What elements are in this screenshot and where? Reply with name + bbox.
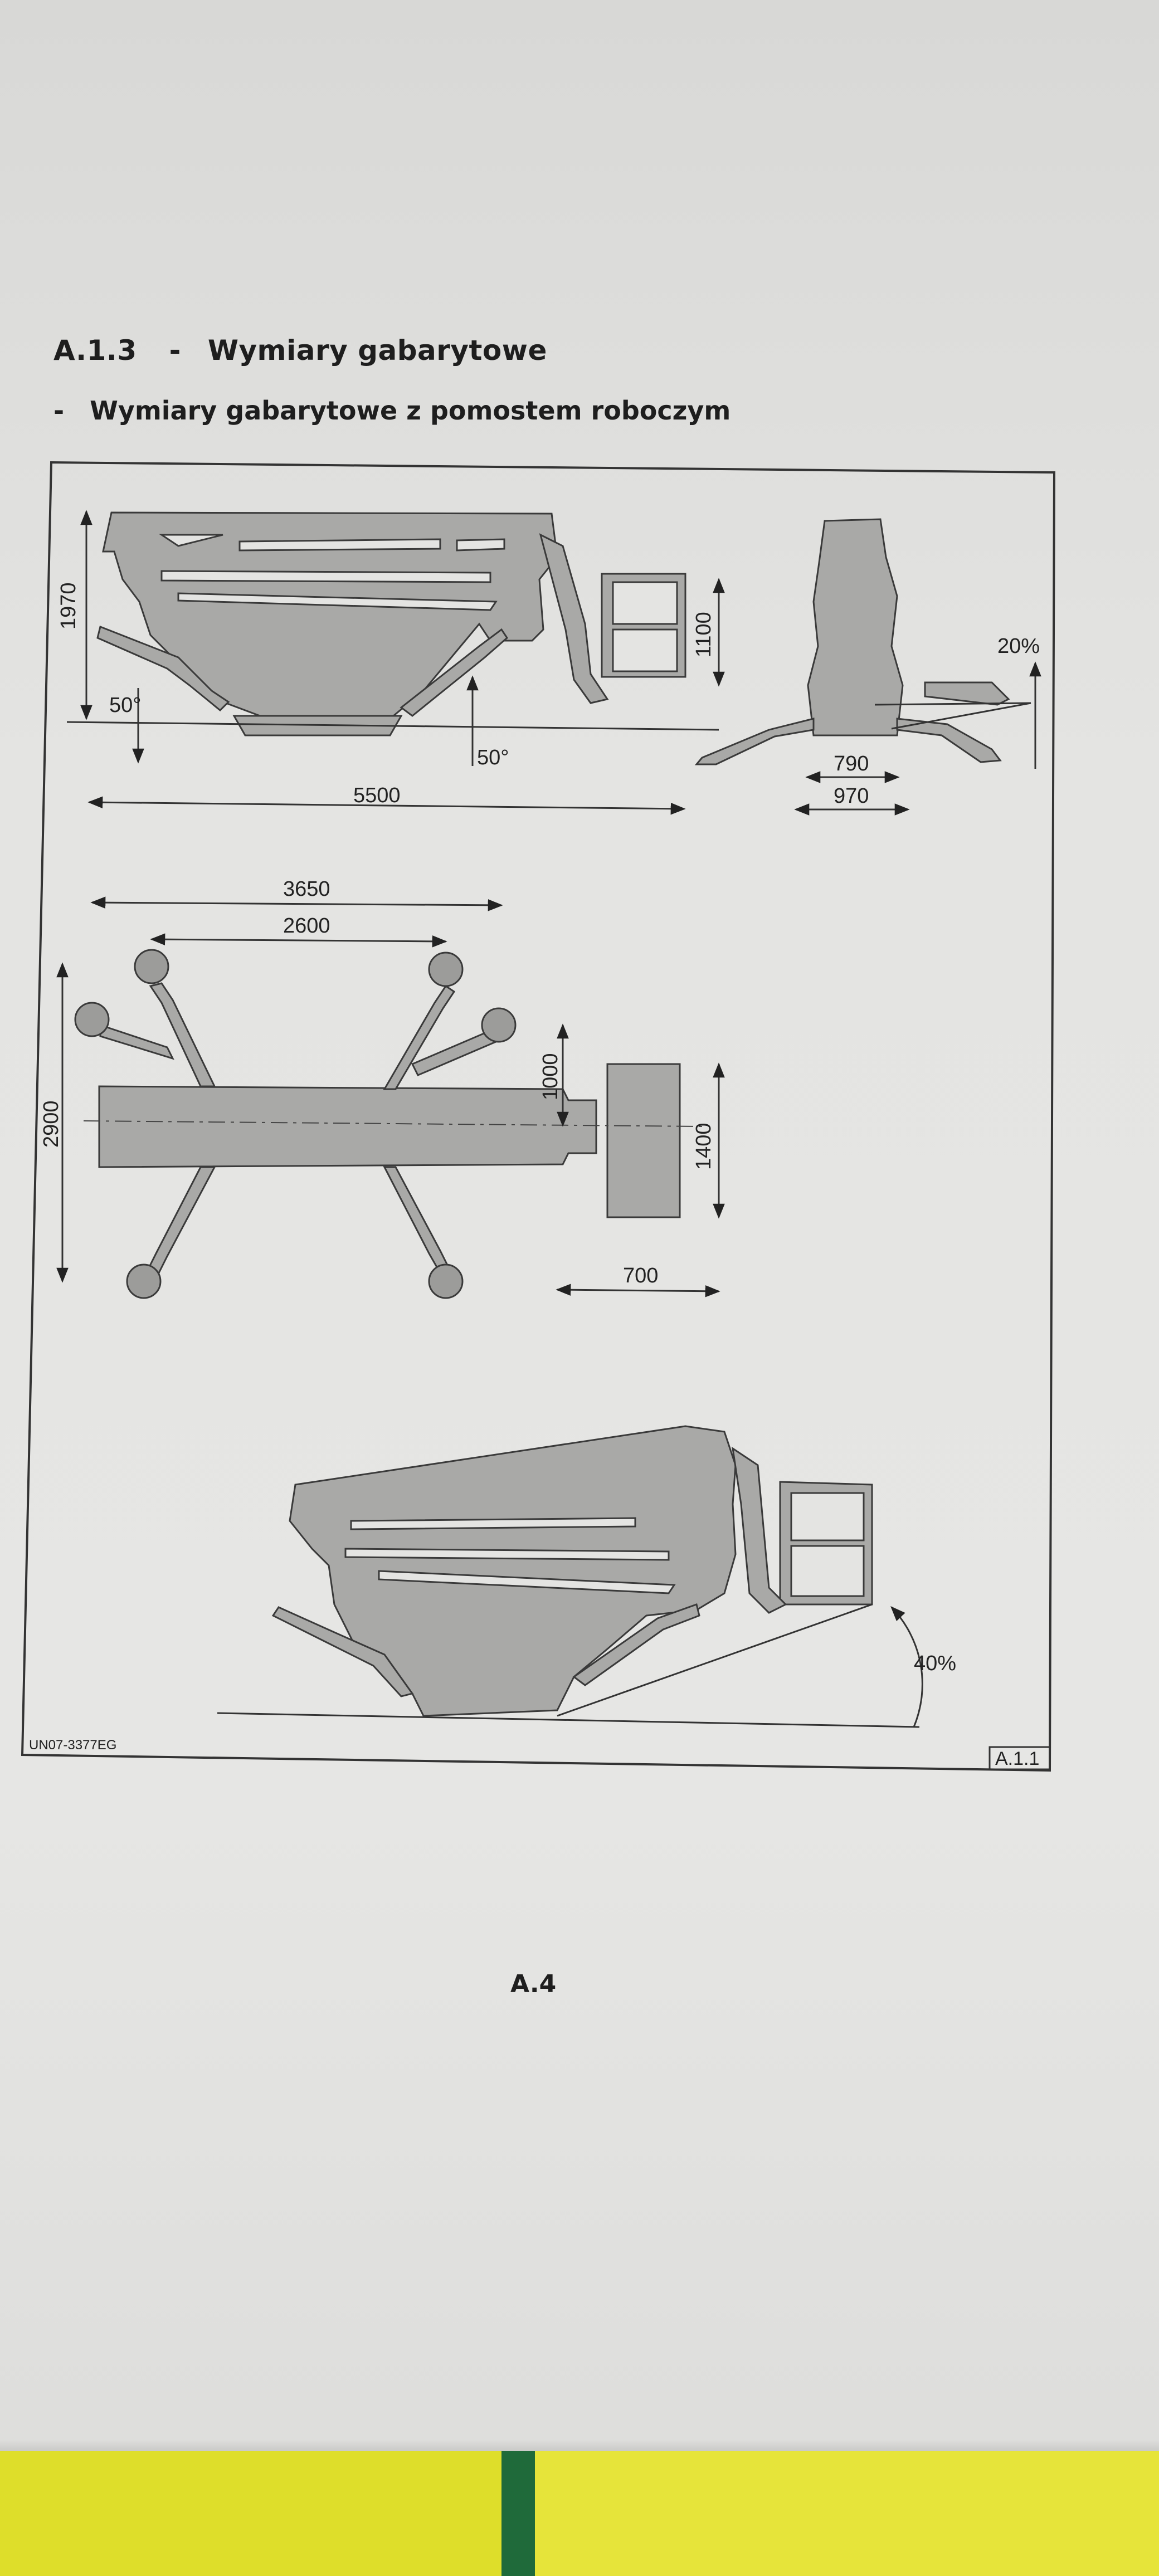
rear-view-track-outer-label: 970 [834,784,869,808]
section-separator: - [169,334,181,367]
slope-view-slope-label: 40% [914,1652,956,1675]
side-view-rail-4 [160,570,491,583]
side-view-length-label: 5500 [353,784,401,807]
top-view-span-outer-dim [90,896,503,911]
slope-view-rail-3 [378,1570,676,1594]
side-view-rail-1 [159,534,223,547]
side-view-ground-line [66,721,719,731]
top-view-outrigger-rear-right [383,1166,450,1275]
side-view-boom-joint [539,533,609,704]
side-view-rail-2 [238,538,441,552]
figure-ref-box [988,1746,1051,1770]
side-view-left-outrigger [96,625,230,712]
top-view-span-inner-label: 2600 [283,914,330,938]
side-view-basket-height-label: 1100 [692,612,715,657]
top-view-centerline [83,1120,703,1127]
slope-view [271,1425,873,1717]
rear-view-slope-label: 20% [997,635,1040,658]
subsection-title: Wymiary gabarytowe z pomostem roboczym [90,396,731,426]
rear-view-ground-line [874,702,1031,706]
top-view-pad-arm-left [74,1002,110,1037]
top-view-pad-rear-left [126,1263,162,1299]
slope-view-rail-2 [344,1548,670,1561]
top-view-width-label: 2900 [40,1100,63,1148]
top-view-basket-depth-label: 700 [623,1264,658,1287]
rear-view-mast [807,518,904,736]
top-view-basket-offset-label: 1000 [539,1053,562,1100]
top-view-span-outer-label: 3650 [283,877,330,901]
figure-code: UN07-3377EG [29,1738,116,1753]
slope-view-left-outrigger [271,1606,414,1697]
side-view-basket-lower-panel [612,628,678,672]
top-view-pad-front-left [134,949,169,984]
side-view-length-dim [87,796,686,815]
top-view-span-inner-dim [150,933,447,948]
background-surface [0,2451,1159,2576]
figure-ref: A.1.1 [995,1748,1039,1769]
figure-frame [21,461,1056,1772]
top-view [98,982,681,1275]
section-number: A.1.3 [53,334,137,367]
top-view-outrigger-front-right [383,984,456,1090]
top-view-arm-left [99,1023,174,1060]
side-view-angle-left-label: 50° [109,694,141,717]
rear-view [694,518,1010,765]
side-view-basket-upper-panel [612,581,678,625]
top-view-pad-rear-right [428,1263,464,1299]
top-view-basket-width-label: 1400 [692,1123,715,1170]
top-view-pad-arm-right [481,1007,517,1043]
side-view-height-label: 1970 [57,582,80,630]
section-title: Wymiary gabarytowe [207,334,547,367]
rear-view-right-leg [896,718,1002,763]
slope-view-boom-joint [732,1446,787,1614]
page-number: A.4 [510,1970,557,1998]
top-view-pad-front-right [428,952,464,987]
top-view-outrigger-rear-left [146,1166,216,1274]
slope-view-right-outrigger [572,1603,700,1686]
side-view-right-outrigger [400,628,508,717]
rear-view-track-inner-label: 790 [834,752,869,775]
slope-view-ground-line [217,1712,920,1728]
slope-view-rail-1 [350,1517,636,1530]
slope-view-basket-upper-panel [790,1492,865,1541]
side-view-rail-5 [177,592,498,611]
section-heading: A.1.3 - Wymiary gabarytowe [53,334,547,367]
rear-view-step [924,681,1010,706]
subsection-bullet: - [53,396,65,426]
top-view-chassis [98,1085,597,1168]
slope-view-slope-line [557,1603,873,1717]
side-view-angle-right-label: 50° [477,746,509,769]
slope-view-body [289,1425,737,1717]
top-view-basket [606,1063,681,1218]
rear-view-left-leg [694,718,815,765]
slope-view-basket-lower-panel [790,1545,865,1597]
top-view-outrigger-front-left [149,982,216,1087]
side-view-rail-3 [456,538,505,552]
slope-view-angle-arc [890,1606,923,1728]
top-view-basket-depth-dim [556,1284,720,1297]
background-surface-right [535,2451,1159,2576]
background-surface-divider [501,2451,535,2576]
rear-view-slope-line [891,702,1031,730]
subsection-heading: - Wymiary gabarytowe z pomostem roboczym [53,396,731,426]
